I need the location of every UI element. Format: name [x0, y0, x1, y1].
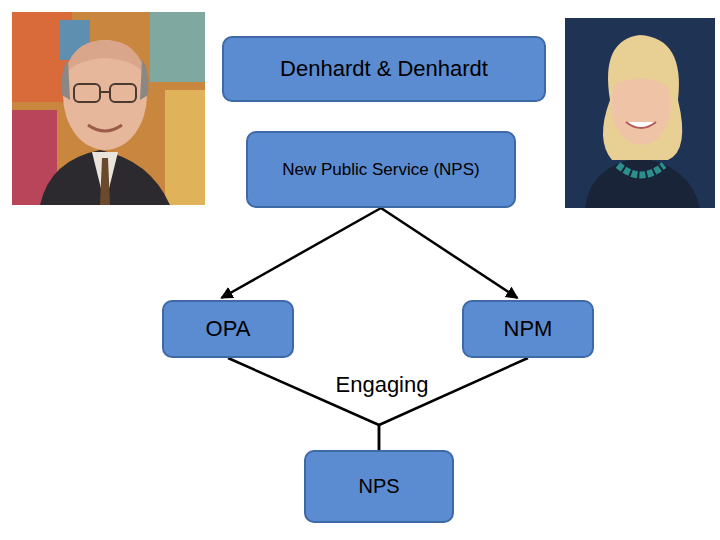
portrait-woman: [565, 18, 715, 208]
box-text: Denhardt & Denhardt: [280, 56, 488, 81]
box-text: OPA: [206, 316, 251, 341]
portrait-man: [12, 12, 205, 205]
connector: [381, 208, 517, 298]
box-text: NPS: [358, 475, 399, 498]
process-box: OPA: [162, 300, 294, 358]
process-box: New Public Service (NPS): [246, 131, 516, 208]
box-text: New Public Service (NPS): [282, 160, 479, 180]
edge-note: Engaging: [333, 372, 432, 397]
process-box: NPM: [462, 300, 594, 358]
box-text: NPM: [504, 316, 553, 341]
process-box: Denhardt & Denhardt: [222, 36, 546, 102]
process-box: NPS: [304, 450, 454, 523]
connector: [221, 208, 381, 298]
